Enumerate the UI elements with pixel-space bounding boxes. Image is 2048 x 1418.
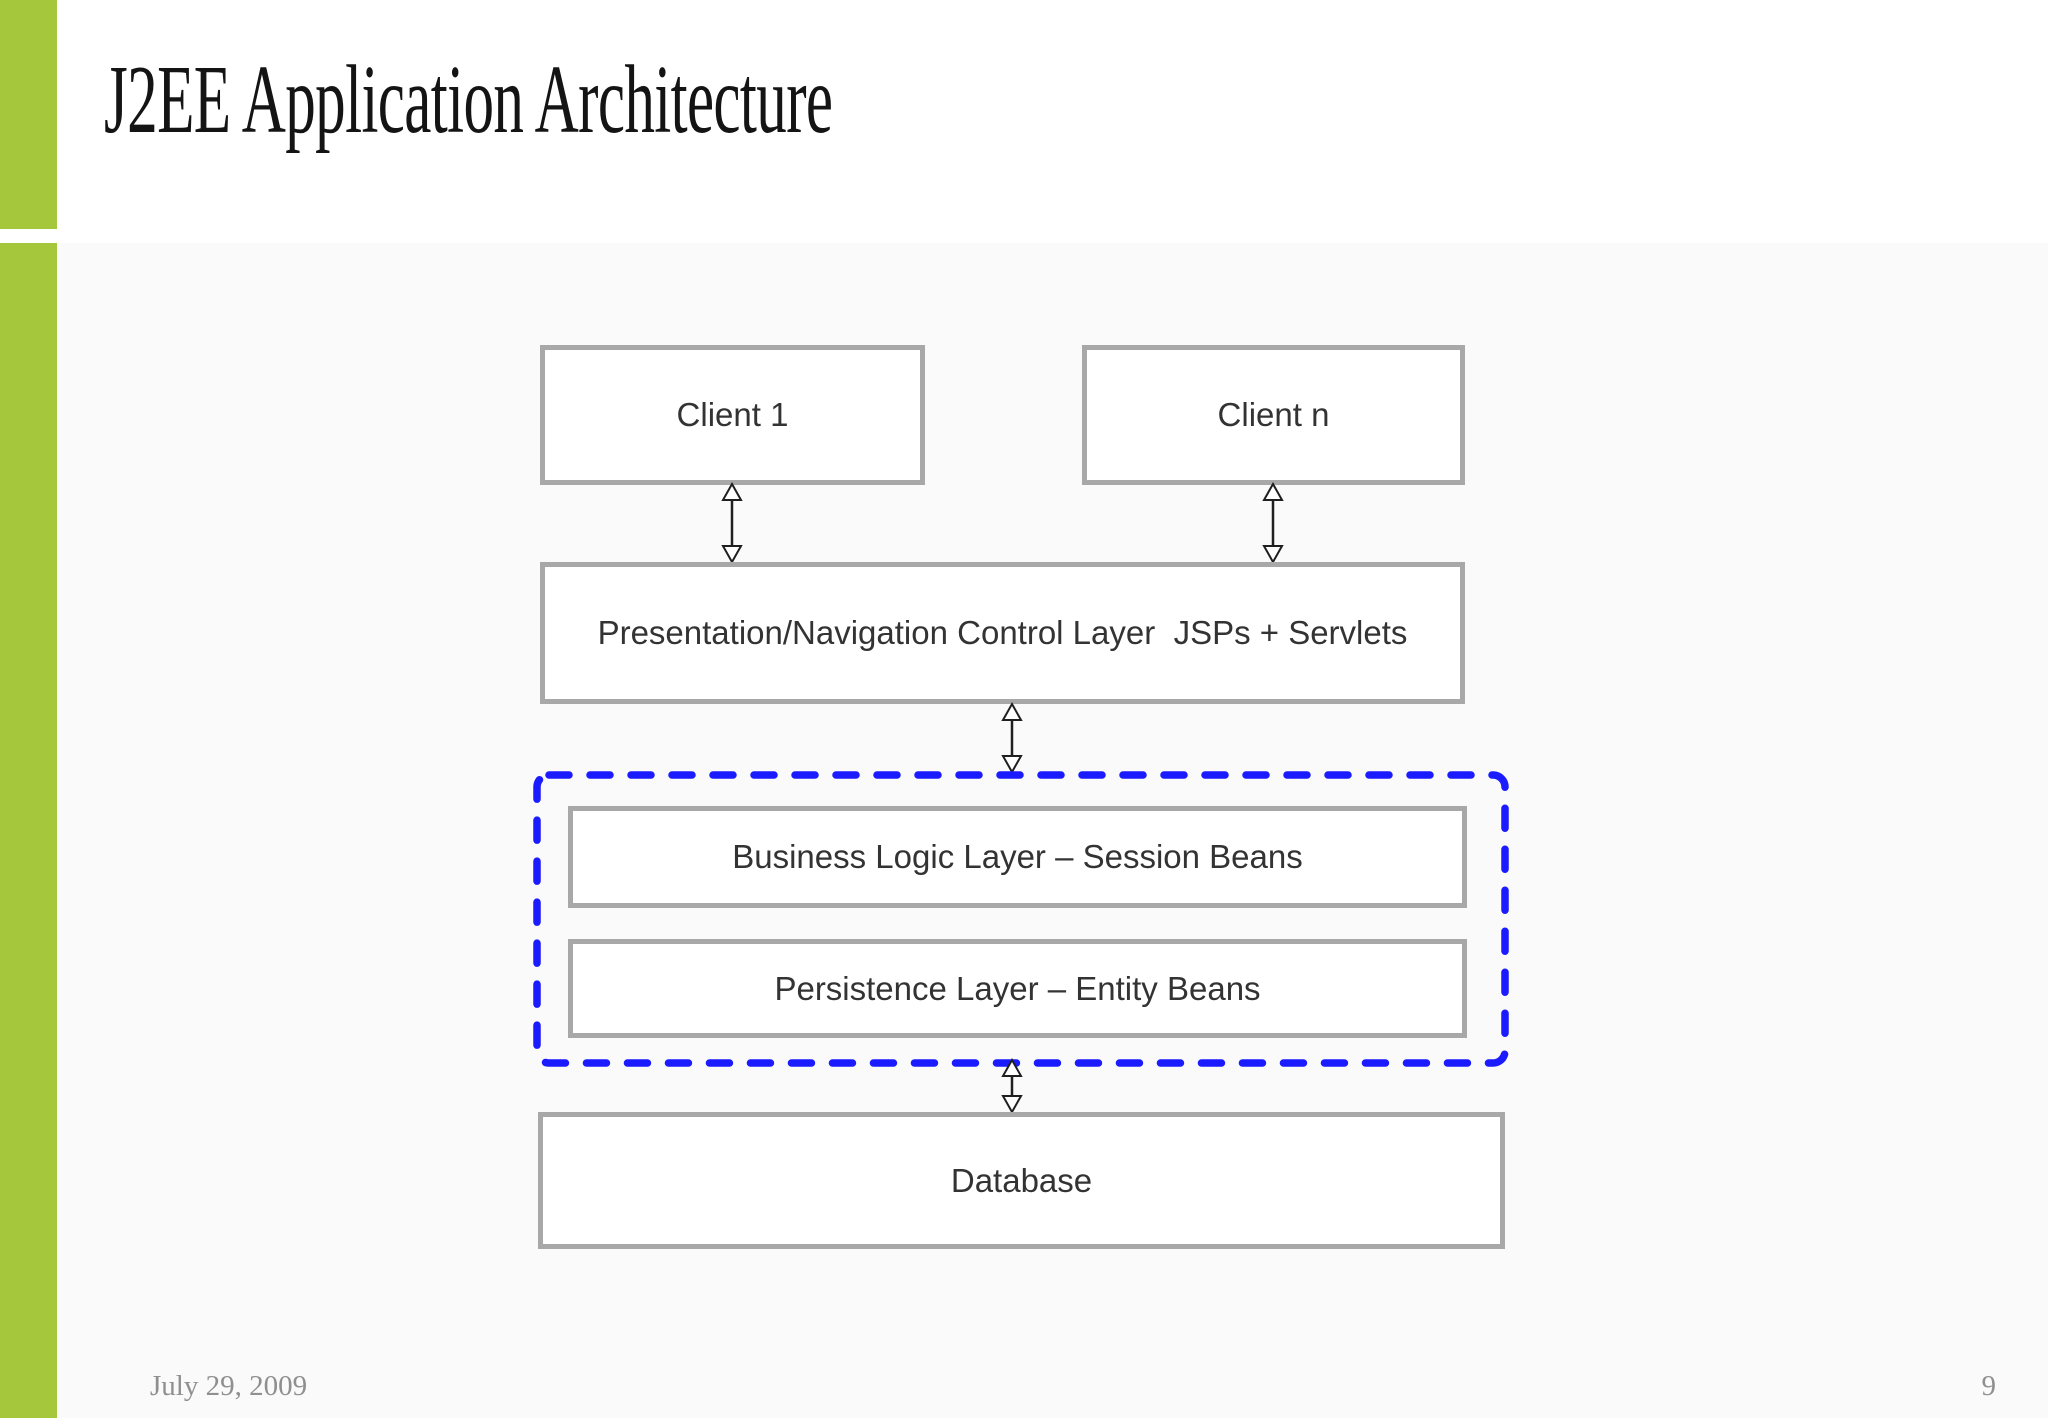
business-logic-layer-box: Business Logic Layer – Session Beans <box>568 806 1467 908</box>
double-arrow-client1-presentation <box>721 481 743 565</box>
clientn-box: Client n <box>1082 345 1465 485</box>
footer-date: July 29, 2009 <box>150 1370 308 1402</box>
presentation-layer-box: Presentation/Navigation Control Layer JS… <box>540 562 1465 704</box>
slide-title: J2EE Application Architecture <box>104 46 833 153</box>
double-arrow-clientn-presentation <box>1262 481 1284 565</box>
double-arrow-presentation-ejb <box>1001 701 1023 775</box>
page-number: 9 <box>1981 1370 1997 1402</box>
client1-label: Client 1 <box>676 396 789 433</box>
double-arrow-ejb-database <box>1001 1057 1023 1115</box>
business-logic-layer-label: Business Logic Layer – Session Beans <box>732 838 1303 875</box>
persistence-layer-box: Persistence Layer – Entity Beans <box>568 939 1467 1038</box>
persistence-layer-label: Persistence Layer – Entity Beans <box>774 969 1261 1007</box>
presentation-layer-label: Presentation/Navigation Control Layer JS… <box>597 614 1408 651</box>
clientn-label: Client n <box>1217 396 1330 433</box>
database-label: Database <box>950 1161 1093 1199</box>
ejb-container-dashed-border <box>533 771 1509 1067</box>
left-accent-bar-bottom <box>0 243 57 1418</box>
left-accent-bar-top <box>0 0 57 229</box>
client1-box: Client 1 <box>540 345 925 485</box>
database-box: Database <box>538 1112 1505 1249</box>
